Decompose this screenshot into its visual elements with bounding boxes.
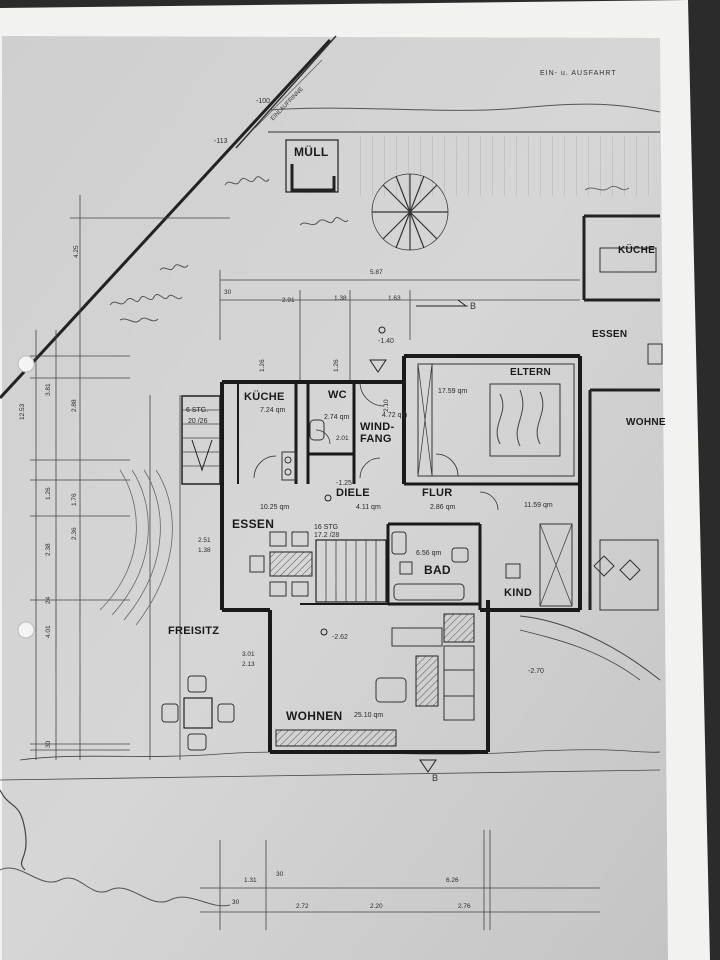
level-262: -2.62 [332,634,348,641]
dim-131: 1.31 [244,877,257,884]
dim-288: 2.88 [71,399,78,412]
label-eltern: ELTERN [510,367,552,378]
dim-213: 2.13 [242,661,255,668]
area-kind: 11.59 qm [524,502,553,509]
dim-126b: 1.26 [333,359,340,372]
area-windfang: 4.72 qm [382,412,408,419]
dim-291: 2.91 [282,297,295,304]
print-area [2,36,668,960]
dim-126c: 1.26 [45,487,52,500]
dim-30: 30 [224,289,232,296]
section-mark-b-bottom: B [432,773,439,783]
area-eltern: 17.59 qm [438,388,468,395]
dim-163: 1.63 [388,295,401,302]
label-essen: ESSEN [232,517,275,531]
area-diele: 4.11 qm [356,504,381,511]
dim-30d: 30 [232,899,240,906]
label-stg16-ratio: 17.2 /28 [314,532,340,539]
label-einfahrt: EIN- u. AUSFAHRT [540,70,617,77]
dim-587: 5.87 [370,269,383,276]
dim-272: 2.72 [296,903,309,910]
label-wohnen: WOHNEN [286,709,343,723]
label-kueche: KÜCHE [244,391,285,403]
area-wc: 2.74 qm [324,414,350,421]
label-bad: BAD [424,563,451,577]
dim-210: 2.10 [383,399,390,412]
dim-401: 4.01 [45,625,52,638]
dim-276: 2.76 [458,903,471,910]
dim-626: 6.26 [446,877,459,884]
label-windfang: WIND- FANG [360,421,395,445]
label-kind: KIND [504,587,533,599]
label-stg6: 6 STG. [186,407,209,414]
dim-126a: 1.26 [259,359,266,372]
label-diele: DIELE [336,487,370,499]
dim-30b: 30 [45,740,52,748]
dim-425: 4.25 [73,245,80,258]
label-wc: WC [328,389,347,401]
level-125: -1.25 [336,480,352,487]
label-freisitz: FREISITZ [168,625,220,637]
level-140: -1.40 [378,338,394,345]
dim-30c: 30 [276,871,284,878]
building-walls [220,354,582,754]
label-neighbor-kueche: KÜCHE [618,245,656,256]
label-muell: MÜLL [294,145,329,159]
area-flur: 2.86 qm [430,504,456,511]
area-wohnen: 25.10 qm [354,712,384,719]
dim-301: 3.01 [242,651,255,658]
dim-138: 1.38 [334,295,347,302]
area-bad: 6.56 qm [416,550,442,557]
tree-symbol [371,173,449,251]
level-113: -113 [214,138,228,145]
dim-251: 2.51 [198,537,211,544]
label-stg16: 16 STG [314,524,339,531]
section-mark-b-top: B [470,301,477,311]
label-stg6-ratio: 20 /26 [188,418,208,425]
dim-24: 24 [45,596,52,604]
dim-381: 3.81 [45,383,52,396]
area-essen: 10.25 qm [260,504,290,511]
area-kueche: 7.24 qm [260,407,286,414]
label-neighbor-wohnen: WOHNE [626,417,666,428]
dim-201: 2.01 [336,435,349,442]
dim-236: 2.36 [71,527,78,540]
dim-176: 1.76 [71,493,78,506]
dim-220: 2.20 [370,903,383,910]
dim-1253: 12.53 [19,403,26,420]
level-270: -2.70 [528,668,544,675]
label-neighbor-essen: ESSEN [592,329,628,340]
dim-238: 2.38 [45,543,52,556]
label-flur: FLUR [422,487,453,499]
level-100: -100 [256,98,271,105]
dim-138b: 1.38 [198,547,211,554]
